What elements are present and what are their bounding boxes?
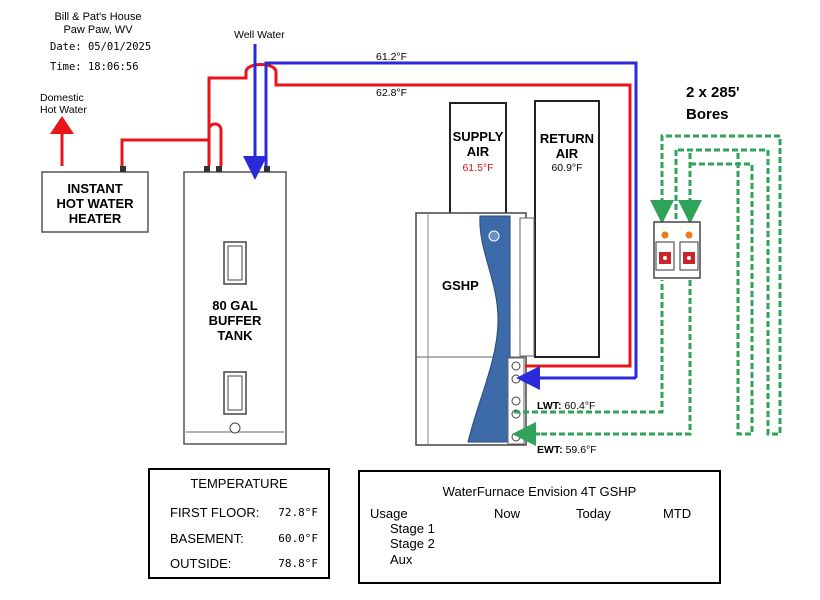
usage-row-label: Stage 2 bbox=[390, 536, 435, 551]
temp-row-value: 78.8°F bbox=[278, 557, 318, 570]
time-row: Time: 18:06:56 bbox=[50, 61, 139, 73]
ewt-row: EWT: 59.6°F bbox=[537, 444, 597, 456]
return-air-duct bbox=[534, 100, 600, 358]
domestic-hot-water-label: Domestic Hot Water bbox=[40, 92, 87, 116]
supply-air-duct bbox=[449, 102, 507, 216]
domestic-hot-water-arrow bbox=[50, 116, 74, 134]
usage-panel: WaterFurnace Envision 4T GSHP Usage Now … bbox=[358, 470, 721, 584]
supply-air-temp: 61.5°F bbox=[462, 162, 494, 174]
time-value: 18:06:56 bbox=[87, 61, 139, 73]
return-air-label: RETURN AIR bbox=[539, 131, 595, 161]
usage-row-label: Stage 1 bbox=[390, 521, 435, 536]
bores-label: 2 x 285' Bores bbox=[686, 84, 740, 123]
mtd-col-header: MTD bbox=[663, 506, 692, 521]
ewt-value: 59.6°F bbox=[565, 444, 597, 456]
usage-panel-title: WaterFurnace Envision 4T GSHP bbox=[442, 484, 637, 499]
supply-air-label: SUPPLY AIR bbox=[452, 129, 504, 159]
return-air-temp: 60.9°F bbox=[551, 162, 583, 174]
now-col-header: Now bbox=[494, 506, 521, 521]
date-label: Date: bbox=[50, 41, 82, 53]
instant-heater-box bbox=[41, 171, 149, 233]
usage-row-label: Aux bbox=[390, 552, 413, 567]
temperature-panel-title: TEMPERATURE bbox=[190, 476, 288, 491]
instant-heater-label: INSTANT HOT WATER HEATER bbox=[56, 181, 134, 226]
red-line-temp: 62.8°F bbox=[376, 87, 408, 99]
today-col-header: Today bbox=[576, 506, 611, 521]
hot-water-line bbox=[60, 63, 632, 368]
loop-pump-pack bbox=[653, 221, 701, 279]
blue-line-temp: 61.2°F bbox=[376, 51, 408, 63]
lwt-row: LWT: 60.4°F bbox=[537, 400, 595, 412]
house-name: Bill & Pat's House bbox=[54, 11, 142, 23]
cold-water-line bbox=[253, 44, 638, 378]
ground-loop-line bbox=[514, 134, 782, 436]
lwt-label: LWT: bbox=[537, 400, 562, 412]
well-water-label: Well Water bbox=[234, 29, 285, 41]
temp-row-label: OUTSIDE: bbox=[170, 556, 232, 571]
date-value: 05/01/2025 bbox=[87, 41, 152, 53]
house-location: Paw Paw, WV bbox=[63, 24, 133, 36]
buffer-tank-label: 80 GAL BUFFER TANK bbox=[208, 298, 262, 343]
temp-row-label: BASEMENT: bbox=[170, 531, 244, 546]
temp-row-label: FIRST FLOOR: bbox=[170, 505, 260, 520]
temp-row-value: 72.8°F bbox=[278, 506, 318, 519]
ewt-label: EWT: bbox=[537, 444, 563, 456]
temp-row-value: 60.0°F bbox=[278, 532, 318, 545]
date-row: Date: 05/01/2025 bbox=[50, 41, 151, 53]
usage-col-header: Usage bbox=[370, 506, 408, 521]
header-block: Bill & Pat's House Paw Paw, WV bbox=[46, 11, 150, 37]
gshp-label: GSHP bbox=[442, 278, 479, 293]
lwt-value: 60.4°F bbox=[564, 400, 596, 412]
gshp-unit bbox=[415, 212, 535, 446]
time-label: Time: bbox=[50, 61, 82, 73]
temperature-panel: TEMPERATURE FIRST FLOOR: 72.8°F BASEMENT… bbox=[148, 468, 330, 579]
buffer-tank bbox=[120, 166, 287, 445]
